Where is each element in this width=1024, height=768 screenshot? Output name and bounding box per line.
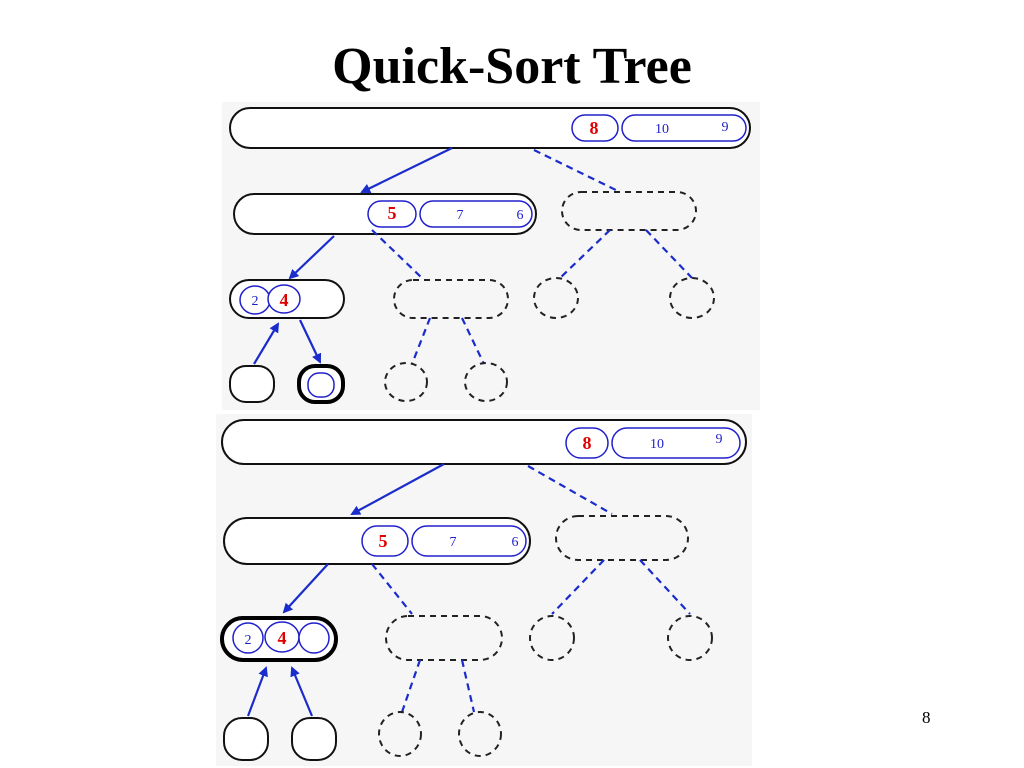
pivot-5-circle <box>367 200 417 228</box>
level2-node-pending-2 <box>529 615 575 661</box>
dashed-link-r-right <box>645 229 693 279</box>
dashed-link-r-left <box>551 559 605 615</box>
pivot-5-label: 5 <box>388 203 397 223</box>
tree-diagram-step-2: 8 10 9 5 7 6 2 4 <box>220 419 747 761</box>
pivot-8-label: 8 <box>590 118 599 138</box>
dashed-link-r-right <box>639 559 691 615</box>
level2-node-pending-1 <box>393 279 509 319</box>
value-7: 7 <box>450 535 457 550</box>
quick-sort-tree-step-2: 8 10 9 5 7 6 2 4 <box>216 414 752 766</box>
arrow-5-to-left <box>282 563 329 614</box>
slide-title: Quick-Sort Tree <box>332 38 692 95</box>
arrow-down-to-right-leaf <box>299 319 322 364</box>
pivot-8-circle <box>565 427 609 459</box>
pivot-8-circle <box>571 114 619 142</box>
subsequence-10-9 <box>621 114 747 142</box>
pivot-4-circle <box>267 284 301 314</box>
pivot-4-label: 4 <box>278 628 287 648</box>
leaf-pending-2 <box>464 362 508 402</box>
pivot-4-label: 4 <box>280 290 289 310</box>
arrow-5-to-left <box>288 235 335 280</box>
value-6: 6 <box>517 208 524 223</box>
subsequence-7-6 <box>411 525 527 557</box>
arrow-root-to-left <box>350 463 445 515</box>
dashed-link-p1-right <box>461 317 485 365</box>
leaf-empty-right <box>291 717 337 761</box>
dashed-link-r-left <box>559 229 611 279</box>
leaf-inner-circle <box>307 372 335 398</box>
level2-node-pending-2 <box>533 277 579 319</box>
root-node <box>229 107 751 149</box>
value-10: 10 <box>655 122 669 137</box>
dashed-link-5-right <box>371 229 423 279</box>
value-6: 6 <box>512 535 519 550</box>
quick-sort-tree-step-1: 8 10 9 5 7 6 2 4 <box>222 102 760 410</box>
empty-slot-circle <box>298 622 330 654</box>
arrow-up-from-left-leaf <box>246 666 268 717</box>
leaf-empty-left <box>229 365 275 403</box>
page-number: 8 <box>922 708 931 727</box>
level1-right-node-pending <box>561 191 697 231</box>
dashed-link-root-to-right <box>533 149 621 193</box>
arrow-up-from-left-leaf <box>253 322 280 365</box>
pivot-5-circle <box>361 525 409 557</box>
level2-node-pending-3 <box>667 615 713 661</box>
value-9: 9 <box>722 120 729 135</box>
subsequence-10-9 <box>611 427 741 459</box>
value-10: 10 <box>650 437 664 452</box>
value-2-circle <box>232 622 264 654</box>
value-9: 9 <box>716 432 723 447</box>
level2-node-pending-1 <box>385 615 503 661</box>
value-7: 7 <box>457 208 464 223</box>
value-2: 2 <box>252 294 259 309</box>
value-2: 2 <box>245 633 252 648</box>
dashed-link-p1-right <box>460 659 476 713</box>
leaf-pending-1 <box>378 711 422 757</box>
pivot-8-label: 8 <box>583 433 592 453</box>
leaf-empty-left <box>223 717 269 761</box>
subsequence-7-6 <box>419 200 533 228</box>
level1-right-node-pending <box>555 515 689 561</box>
dashed-link-p1-left <box>400 659 422 713</box>
dashed-link-5-right <box>371 563 413 615</box>
arrow-root-to-left <box>360 147 453 193</box>
leaf-pending-2 <box>458 711 502 757</box>
pivot-5-label: 5 <box>379 531 388 551</box>
dashed-link-p1-left <box>410 317 432 365</box>
level2-node-pending-3 <box>669 277 715 319</box>
dashed-link-root-to-right <box>527 465 613 515</box>
arrow-up-from-right-leaf <box>290 666 314 717</box>
leaf-pending-1 <box>384 362 428 402</box>
tree-diagram-step-1: 8 10 9 5 7 6 2 4 <box>229 107 751 404</box>
